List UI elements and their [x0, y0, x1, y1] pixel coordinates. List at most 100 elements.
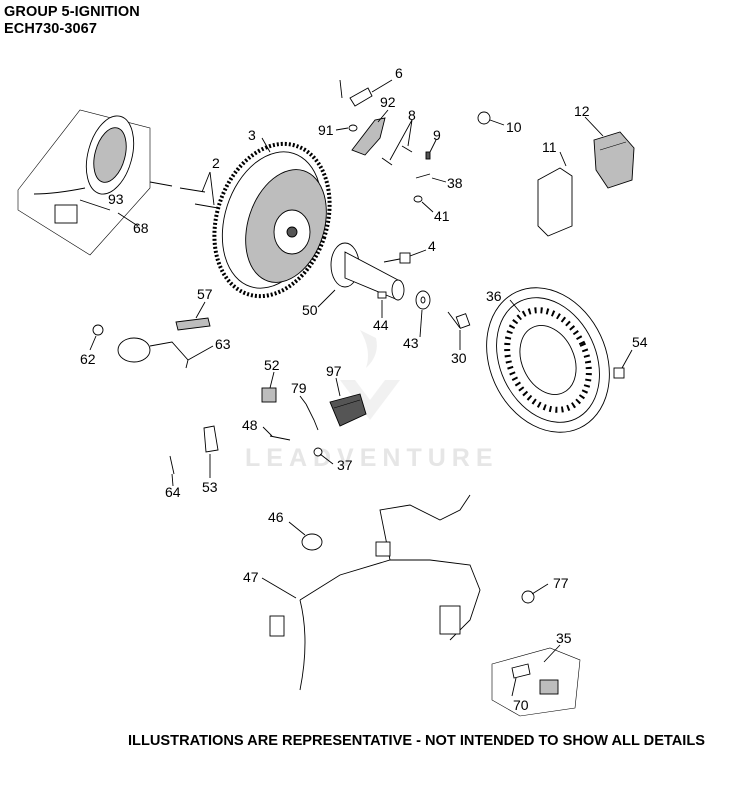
callout-50[interactable]: 50	[302, 302, 318, 318]
callout-4[interactable]: 4	[428, 238, 436, 254]
callout-43[interactable]: 43	[403, 335, 419, 351]
leader-4	[409, 249, 427, 257]
callout-3[interactable]: 3	[248, 127, 256, 143]
callout-97[interactable]: 97	[326, 363, 342, 379]
stator-assembly[interactable]	[17, 109, 151, 256]
leader-10	[489, 119, 505, 126]
leader-77	[531, 583, 549, 595]
leader-35	[543, 644, 561, 663]
spark-plug[interactable]	[175, 317, 211, 331]
leader-41	[421, 201, 434, 213]
callout-77[interactable]: 77	[553, 575, 569, 591]
callout-57[interactable]: 57	[197, 286, 213, 302]
wire-tie[interactable]	[301, 533, 323, 551]
flywheel-bolts[interactable]	[149, 181, 219, 209]
callout-37[interactable]: 37	[337, 457, 353, 473]
leader-2a	[201, 171, 211, 193]
leader-62	[89, 335, 97, 351]
clamp[interactable]	[203, 425, 219, 453]
callout-2[interactable]: 2	[212, 155, 220, 171]
callout-54[interactable]: 54	[632, 334, 648, 350]
leader-93	[79, 199, 111, 211]
leader-48	[262, 426, 273, 437]
sensor[interactable]	[339, 79, 373, 107]
callout-62[interactable]: 62	[80, 351, 96, 367]
leader-9	[429, 139, 437, 153]
callout-47[interactable]: 47	[243, 569, 259, 585]
rectifier-regulator[interactable]	[329, 393, 367, 427]
leader-3	[261, 137, 271, 153]
sensor-bracket[interactable]	[351, 117, 386, 156]
bracket-screws[interactable]	[381, 145, 413, 166]
spacer[interactable]	[348, 124, 358, 132]
callout-70[interactable]: 70	[513, 697, 529, 713]
fan-hub[interactable]	[330, 242, 405, 301]
leader-37	[319, 453, 334, 465]
plate-52[interactable]	[261, 387, 277, 403]
callout-52[interactable]: 52	[264, 357, 280, 373]
clip-77[interactable]	[521, 590, 535, 604]
fan-screw[interactable]	[447, 311, 471, 329]
callout-93[interactable]: 93	[108, 191, 124, 207]
leader-79	[299, 395, 307, 405]
callout-44[interactable]: 44	[373, 317, 389, 333]
kit-connector[interactable]	[539, 679, 559, 695]
leader-6	[371, 79, 393, 93]
lock-washer[interactable]	[415, 173, 431, 179]
ignition-module[interactable]	[593, 131, 635, 189]
callout-91[interactable]: 91	[318, 122, 334, 138]
leader-50	[317, 289, 336, 308]
callout-6[interactable]: 6	[395, 65, 403, 81]
leader-38	[431, 177, 447, 183]
wiring-harness[interactable]	[269, 494, 481, 691]
callout-11[interactable]: 11	[542, 139, 557, 155]
wire-clip[interactable]	[92, 324, 104, 336]
leader-47	[261, 577, 297, 599]
disclaimer-footer: ILLUSTRATIONS ARE REPRESENTATIVE - NOT I…	[128, 733, 705, 749]
leader-12	[584, 116, 604, 137]
callout-53[interactable]: 53	[202, 479, 218, 495]
watermark-text: LEADVENTURE	[245, 444, 499, 472]
ignition-coil[interactable]	[117, 337, 189, 369]
callout-8[interactable]: 8	[408, 107, 416, 123]
callout-68[interactable]: 68	[133, 220, 149, 236]
spring-pin[interactable]	[425, 151, 431, 160]
woodruff-key[interactable]	[377, 291, 387, 299]
kit-box	[491, 647, 581, 717]
leader-64	[171, 473, 174, 487]
fan-screw-54[interactable]	[613, 367, 625, 379]
callout-92[interactable]: 92	[380, 94, 396, 110]
flywheel[interactable]	[196, 129, 349, 311]
cooling-fan[interactable]	[464, 268, 633, 453]
ecu-bracket[interactable]	[537, 167, 573, 237]
leader-63	[187, 345, 214, 361]
callout-30[interactable]: 30	[451, 350, 467, 366]
leader-92	[377, 109, 389, 123]
grommet[interactable]	[477, 111, 491, 125]
hub-screw[interactable]	[383, 252, 411, 264]
callout-35[interactable]: 35	[556, 630, 572, 646]
leader-57	[195, 301, 206, 319]
callout-9[interactable]: 9	[433, 127, 441, 143]
callout-64[interactable]: 64	[165, 484, 181, 500]
terminal-70[interactable]	[511, 663, 531, 679]
callout-79[interactable]: 79	[291, 380, 307, 396]
screw-48[interactable]	[269, 435, 291, 441]
washer-41[interactable]	[413, 195, 423, 203]
callout-46[interactable]: 46	[268, 509, 284, 525]
callout-36[interactable]: 36	[486, 288, 502, 304]
wire-79[interactable]	[305, 403, 319, 431]
callout-12[interactable]: 12	[574, 103, 590, 119]
callout-63[interactable]: 63	[215, 336, 231, 352]
callout-48[interactable]: 48	[242, 417, 258, 433]
leader-70	[511, 677, 517, 697]
model-number: ECH730-3067	[4, 21, 97, 37]
leader-8a	[389, 119, 413, 161]
callout-10[interactable]: 10	[506, 119, 522, 135]
leader-11	[559, 151, 567, 167]
leader-54	[621, 349, 633, 369]
screw-64[interactable]	[169, 455, 175, 475]
callout-38[interactable]: 38	[447, 175, 463, 191]
callout-41[interactable]: 41	[434, 208, 450, 224]
